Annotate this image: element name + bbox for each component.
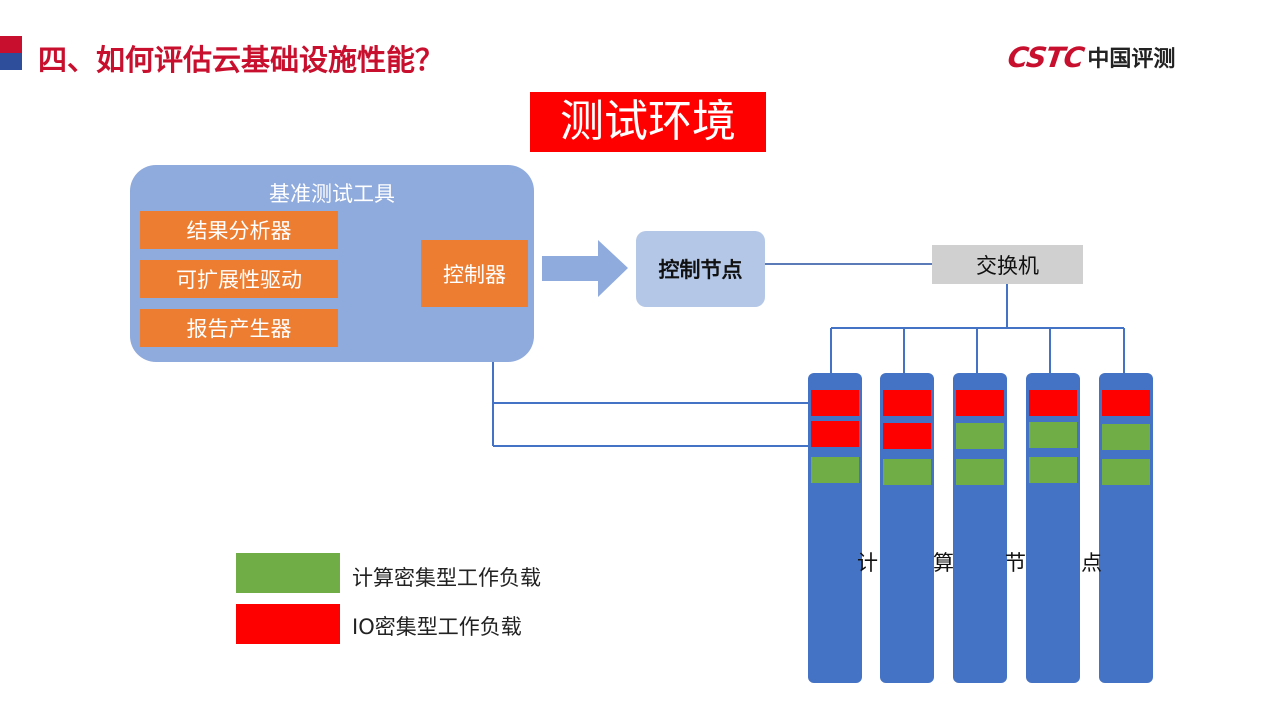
legend-label-io: IO密集型工作负载 [352, 615, 522, 639]
io-workload-block [956, 390, 1004, 416]
test-environment-banner: 测试环境 [530, 92, 766, 152]
compute-node-label-char: 点 [1081, 551, 1102, 575]
compute-node-1 [808, 373, 862, 683]
result-analyzer: 结果分析器 [140, 211, 338, 249]
flow-arrow [542, 240, 628, 297]
compute-workload-block [1029, 457, 1077, 483]
compute-workload-block [1102, 459, 1150, 485]
logo-text: 中国评测 [1087, 47, 1176, 72]
legend-swatch-compute [236, 553, 340, 593]
compute-node-3 [953, 373, 1007, 683]
cstc-logo: CSTC 中国评测 [1006, 40, 1176, 74]
io-workload-block [811, 390, 859, 416]
io-workload-block [1029, 390, 1077, 416]
network-switch: 交换机 [932, 245, 1083, 284]
compute-node-label-char: 计 [857, 551, 878, 575]
legend-label-compute: 计算密集型工作负载 [352, 566, 541, 590]
io-workload-block [811, 421, 859, 447]
corner-accent [0, 36, 22, 70]
control-node: 控制节点 [636, 231, 765, 307]
io-workload-block [883, 390, 931, 416]
scalability-driver: 可扩展性驱动 [140, 260, 338, 298]
controller: 控制器 [421, 240, 528, 307]
compute-workload-block [811, 457, 859, 483]
compute-workload-block [1102, 424, 1150, 450]
compute-node-label-char: 算 [933, 551, 954, 575]
io-workload-block [1102, 390, 1150, 416]
compute-node-2 [880, 373, 934, 683]
legend-swatch-io [236, 604, 340, 644]
benchmark-tools-title: 基准测试工具 [269, 182, 395, 206]
io-workload-block [883, 423, 931, 449]
compute-node-4 [1026, 373, 1080, 683]
compute-node-label-char: 节 [1005, 551, 1026, 575]
compute-workload-block [1029, 422, 1077, 448]
page-title: 四、如何评估云基础设施性能？ [38, 43, 445, 77]
compute-node-5 [1099, 373, 1153, 683]
report-generator: 报告产生器 [140, 309, 338, 347]
compute-workload-block [956, 459, 1004, 485]
compute-workload-block [956, 423, 1004, 449]
compute-workload-block [883, 459, 931, 485]
